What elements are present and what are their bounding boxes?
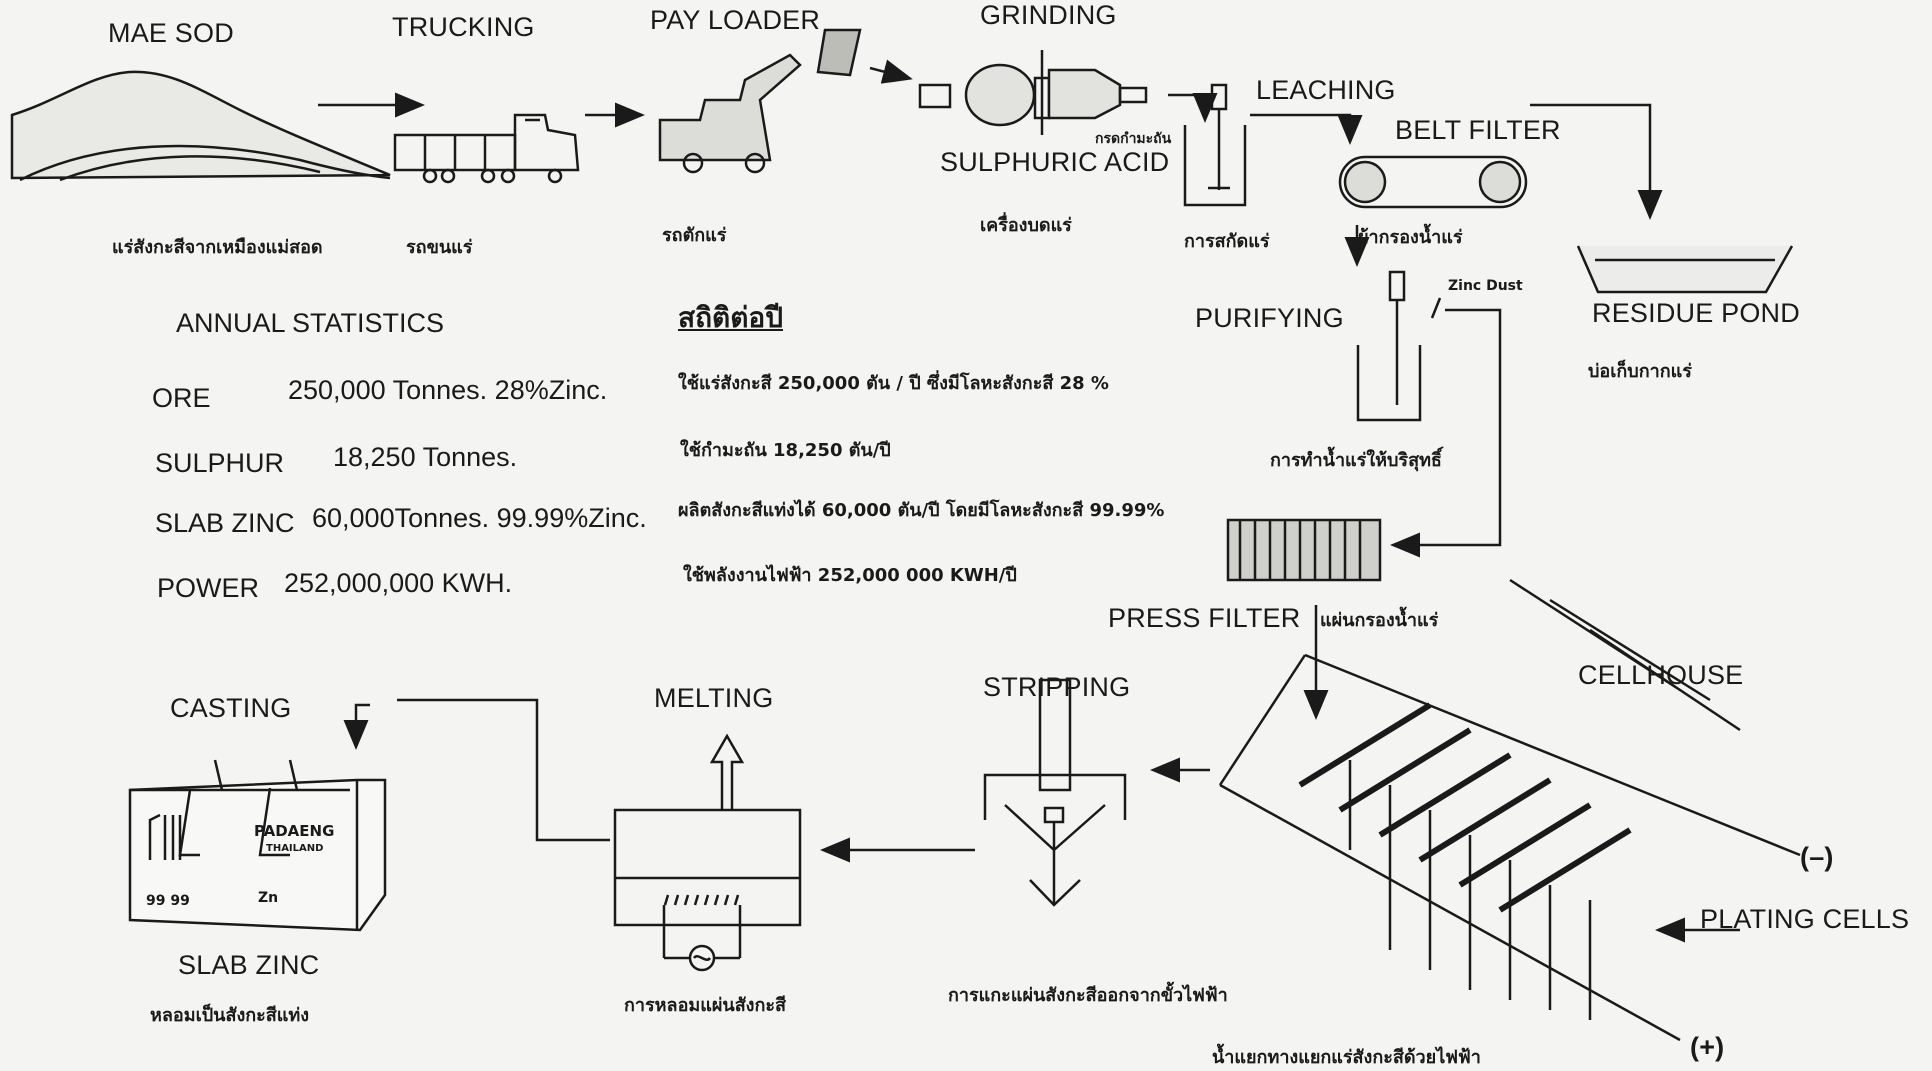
grinding-mill-icon <box>920 50 1146 135</box>
sulphuric-acid-label: SULPHURIC ACID <box>940 147 1169 178</box>
press-filter-thai: แผ่นกรองน้ำแร่ <box>1320 605 1438 634</box>
cellhouse-icon <box>1220 580 1800 1040</box>
ingot-purity-text: 99 99 <box>146 893 190 909</box>
casting-label: CASTING <box>170 693 291 724</box>
stats-title-thai: สถิติต่อปี <box>678 296 783 340</box>
purifying-label: PURIFYING <box>1195 303 1344 334</box>
stat-thai-sulphur: ใช้กำมะถัน 18,250 ตัน/ปี <box>680 435 891 464</box>
ingot-brand-text: PADAENG <box>254 822 334 840</box>
zinc-dust-label: Zinc Dust <box>1448 278 1523 294</box>
stats-title: ANNUAL STATISTICS <box>176 308 444 339</box>
stripping-thai: การแกะแผ่นสังกะสีออกจากขั้วไฟฟ้า <box>948 980 1228 1009</box>
residue-pond-label: RESIDUE POND <box>1592 298 1800 329</box>
mae-sod-label: MAE SOD <box>108 18 234 49</box>
stat-value-slab-zinc: 60,000Tonnes. 99.99%Zinc. <box>312 503 647 534</box>
belt-filter-thai: ผ้ากรองน้ำแร่ <box>1358 222 1463 251</box>
melting-thai: การหลอมแผ่นสังกะสี <box>624 990 786 1019</box>
stat-thai-power: ใช้พลังงานไฟฟ้า 252,000 000 KWH/ปี <box>683 560 1017 589</box>
grinding-label: GRINDING <box>980 0 1117 31</box>
stat-thai-ore: ใช้แร่สังกะสี 250,000 ตัน / ปี ซึ่งมีโลห… <box>678 368 1109 397</box>
leaching-label: LEACHING <box>1256 75 1396 106</box>
melting-furnace-icon <box>615 736 800 970</box>
cellhouse-thai: น้ำแยกทางแยกแร่สังกะสีด้วยไฟฟ้า <box>1212 1042 1481 1071</box>
ingot-symbol-text: Zn <box>258 890 278 906</box>
stat-value-ore: 250,000 Tonnes. 28%Zinc. <box>288 375 607 406</box>
slab-zinc-label: SLAB ZINC <box>178 950 319 981</box>
positive-terminal: (+) <box>1690 1032 1724 1063</box>
leaching-tank-icon <box>1185 85 1245 205</box>
stripping-machine-icon <box>985 680 1125 905</box>
melting-label: MELTING <box>654 683 773 714</box>
stat-label-power: POWER <box>157 573 259 604</box>
press-filter-icon <box>1228 520 1380 580</box>
stat-label-sulphur: SULPHUR <box>155 448 284 479</box>
stripping-label: STRIPPING <box>983 672 1130 703</box>
mae-sod-thai: แร่สังกะสีจากเหมืองแม่สอด <box>112 232 323 261</box>
leaching-thai: การสกัดแร่ <box>1184 226 1270 255</box>
stat-label-ore: ORE <box>152 383 211 414</box>
purifying-tank-icon <box>1358 272 1440 420</box>
belt-filter-label: BELT FILTER <box>1395 115 1561 146</box>
stat-label-slab-zinc: SLAB ZINC <box>155 508 295 539</box>
negative-terminal: (–) <box>1800 842 1834 873</box>
stat-value-power: 252,000,000 KWH. <box>284 568 512 599</box>
slab-zinc-thai: หลอมเป็นสังกะสีแท่ง <box>150 1000 309 1029</box>
stat-thai-slab-zinc: ผลิตสังกะสีแท่งได้ 60,000 ตัน/ปี โดยมีโล… <box>678 495 1164 524</box>
residue-pond-thai: บ่อเก็บกากแร่ <box>1588 356 1692 385</box>
ingot-country-text: THAILAND <box>266 843 323 854</box>
pay-loader-thai: รถตักแร่ <box>662 220 726 249</box>
plating-cells-label: PLATING CELLS <box>1700 904 1909 935</box>
trucking-thai: รถขนแร่ <box>406 232 472 261</box>
stat-value-sulphur: 18,250 Tonnes. <box>333 442 517 473</box>
pay-loader-icon <box>660 30 860 172</box>
residue-pond-icon <box>1578 246 1792 292</box>
pay-loader-label: PAY LOADER <box>650 5 820 36</box>
belt-filter-icon <box>1340 157 1526 207</box>
grinding-thai: เครื่องบดแร่ <box>980 210 1072 239</box>
mountain-icon <box>12 72 390 180</box>
cellhouse-label: CELLHOUSE <box>1578 660 1743 691</box>
trucking-label: TRUCKING <box>392 12 535 43</box>
press-filter-label: PRESS FILTER <box>1108 603 1300 634</box>
purifying-thai: การทำน้ำแร่ให้บริสุทธิ์ <box>1270 445 1442 474</box>
truck-icon <box>395 115 578 182</box>
